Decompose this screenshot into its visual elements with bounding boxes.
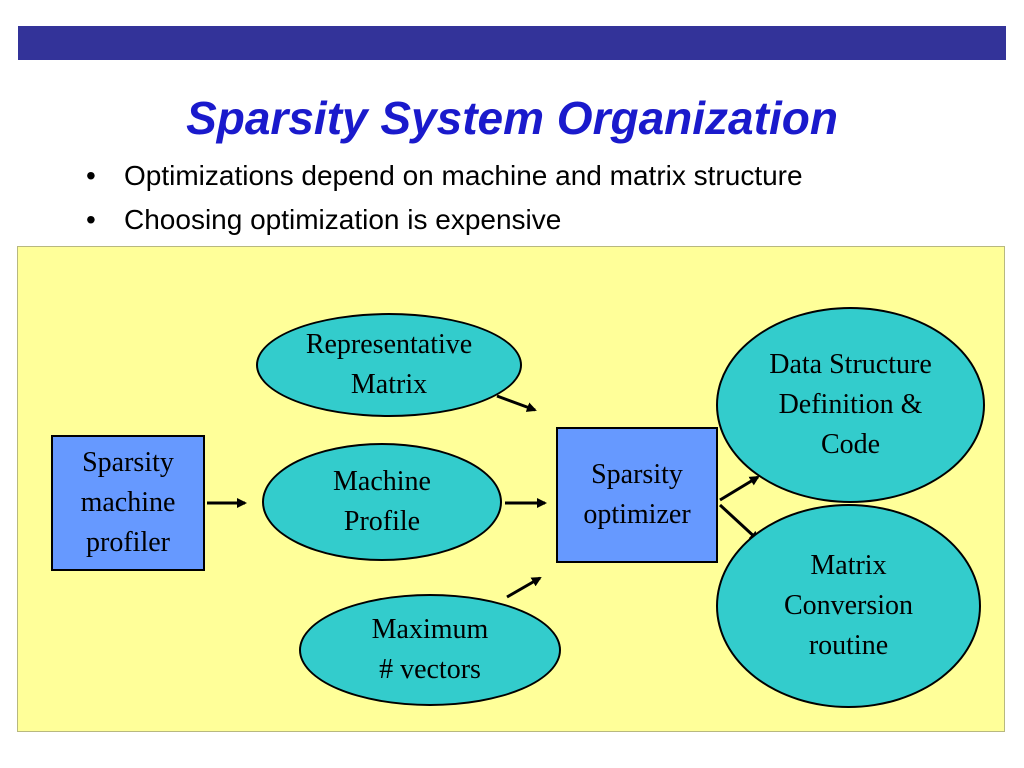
node-label: Sparsity machine profiler [80,447,176,558]
node-label: Sparsity optimizer [583,459,691,530]
node-label: Data Structure Definition & Code [769,349,932,460]
sparsity-machine-profiler-node: Sparsity machine profiler [51,435,205,571]
node-label: Machine Profile [333,466,431,537]
slide-title: Sparsity System Organization [186,92,838,144]
arrow-optimizer-to-conversion [718,503,760,542]
machine-profile-node: Machine Profile [262,443,502,561]
bullet-list: • Optimizations depend on machine and ma… [84,154,803,242]
bullet-text: Optimizations depend on machine and matr… [124,160,803,191]
bullet-marker: • [86,160,96,191]
node-label: Maximum # vectors [371,614,489,685]
bullet-item: • Choosing optimization is expensive [84,198,803,242]
bullet-marker: • [86,204,96,235]
bullet-text: Choosing optimization is expensive [124,204,562,235]
representative-matrix-node: Representative Matrix [256,313,522,417]
matrix-conversion-node: Matrix Conversion routine [716,504,981,708]
arrow-vectors-to-optimizer [506,576,542,599]
maximum-vectors-node: Maximum # vectors [299,594,561,706]
node-label: Matrix Conversion routine [783,550,914,661]
header-bar [18,26,1006,60]
node-label: Representative Matrix [305,329,473,400]
bullet-item: • Optimizations depend on machine and ma… [84,154,803,198]
arrow-matrix-to-optimizer [496,394,537,412]
sparsity-optimizer-node: Sparsity optimizer [556,427,718,563]
arrow-optimizer-to-data-structure [719,475,760,502]
data-structure-node: Data Structure Definition & Code [716,307,985,503]
